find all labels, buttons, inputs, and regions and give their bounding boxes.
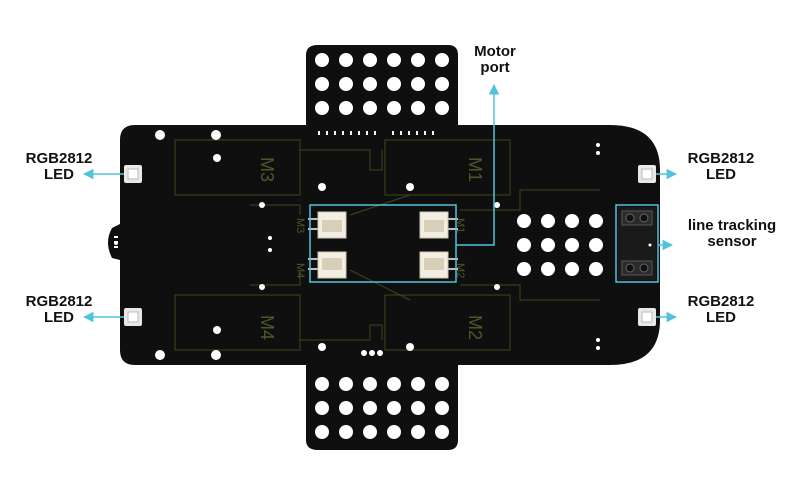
mounting-hole: [339, 377, 353, 391]
mounting-hole: [339, 425, 353, 439]
mounting-hole: [411, 401, 425, 415]
mounting-hole: [387, 53, 401, 67]
arrow-motor-port: [456, 83, 500, 246]
mounting-hole: [435, 53, 449, 67]
mounting-hole: [315, 77, 329, 91]
mounting-hole: [315, 101, 329, 115]
callout-line1: RGB2812: [25, 150, 93, 167]
mounting-hole: [339, 77, 353, 91]
mounting-hole: [387, 425, 401, 439]
callout-line1: RGB2812: [687, 293, 755, 310]
callout-motor-port: Motor port: [462, 44, 528, 76]
mounting-hole: [411, 377, 425, 391]
motor-connector-1: [308, 211, 347, 239]
mounting-hole: [541, 238, 555, 252]
mounting-hole: [363, 101, 377, 115]
motor-port-box: [309, 204, 457, 283]
mounting-hole: [435, 101, 449, 115]
side-connector: [114, 236, 118, 248]
mounting-hole: [387, 401, 401, 415]
mounting-hole: [363, 401, 377, 415]
rgb-led-bottom-left: [124, 308, 142, 326]
callout-line2: port: [480, 59, 510, 76]
silk-m4: M4: [257, 315, 277, 340]
pcb-traces: [174, 139, 600, 351]
motor-connector-2: [419, 211, 458, 239]
mounting-hole: [339, 101, 353, 115]
mounting-hole: [339, 401, 353, 415]
mounting-hole: [339, 53, 353, 67]
mounting-hole: [589, 214, 603, 228]
mounting-hole: [435, 401, 449, 415]
motor-connector-3: [308, 251, 347, 279]
mounting-hole: [363, 53, 377, 67]
mounting-hole: [363, 77, 377, 91]
right-mounting-holes: [517, 214, 603, 276]
callout-lines: [82, 83, 678, 323]
mounting-hole: [363, 425, 377, 439]
mounting-hole: [387, 377, 401, 391]
mounting-hole: [363, 377, 377, 391]
mounting-hole: [411, 77, 425, 91]
mounting-hole: [541, 214, 555, 228]
mounting-hole: [435, 377, 449, 391]
callout-line2: LED: [44, 166, 74, 183]
mounting-hole: [387, 77, 401, 91]
mounting-hole: [315, 401, 329, 415]
callout-line1: RGB2812: [25, 293, 93, 310]
mounting-hole: [411, 425, 425, 439]
rgb-led-top-right: [638, 165, 656, 183]
callout-line2: LED: [706, 166, 736, 183]
silk-m2-small: M2: [454, 263, 466, 278]
mounting-hole: [411, 53, 425, 67]
silk-m3: M3: [257, 157, 277, 182]
header-pins: [318, 131, 434, 135]
callout-line1: line tracking: [687, 217, 777, 234]
silk-m2: M2: [465, 315, 485, 340]
silk-m1: M1: [465, 157, 485, 182]
callout-line1: Motor: [474, 43, 516, 60]
callout-line2: LED: [44, 309, 74, 326]
line-tracking-sensor: [615, 204, 659, 283]
mounting-hole: [315, 377, 329, 391]
mounting-hole: [565, 238, 579, 252]
callout-rgb-led-top-right: RGB2812 LED: [676, 151, 766, 183]
callout-line1: RGB2812: [687, 150, 755, 167]
silkscreen-labels: M3 M1 M4 M2 M3 M4 M1 M2: [257, 157, 485, 340]
vias: [114, 130, 600, 360]
top-mounting-holes: [315, 53, 449, 115]
callout-line2: sensor: [707, 233, 757, 250]
pcb-outline: [108, 45, 660, 450]
callout-rgb-led-top-left: RGB2812 LED: [14, 151, 104, 183]
mounting-hole: [565, 214, 579, 228]
callout-line2: LED: [706, 309, 736, 326]
mounting-hole: [411, 101, 425, 115]
mounting-hole: [517, 262, 531, 276]
motor-connector-4: [419, 251, 458, 279]
mounting-hole: [435, 425, 449, 439]
mounting-hole: [565, 262, 579, 276]
mounting-hole: [589, 238, 603, 252]
callout-rgb-led-bottom-right: RGB2812 LED: [676, 294, 766, 326]
callout-rgb-led-bottom-left: RGB2812 LED: [14, 294, 104, 326]
rgb-led-top-left: [124, 165, 142, 183]
silk-m4-small: M4: [294, 263, 306, 278]
rgb-led-bottom-right: [638, 308, 656, 326]
mounting-hole: [315, 425, 329, 439]
motor-port-connectors: [308, 204, 458, 283]
mounting-hole: [541, 262, 555, 276]
callout-line-tracking-sensor: line tracking sensor: [672, 218, 792, 250]
pcb-board: [108, 45, 660, 450]
line-tracking-box: [615, 204, 659, 283]
silk-m3-small: M3: [294, 218, 306, 233]
mounting-hole: [517, 238, 531, 252]
mounting-hole: [589, 262, 603, 276]
mounting-hole: [517, 214, 531, 228]
mounting-hole: [387, 101, 401, 115]
bottom-mounting-holes: [315, 377, 449, 439]
mounting-hole: [315, 53, 329, 67]
mounting-hole: [435, 77, 449, 91]
